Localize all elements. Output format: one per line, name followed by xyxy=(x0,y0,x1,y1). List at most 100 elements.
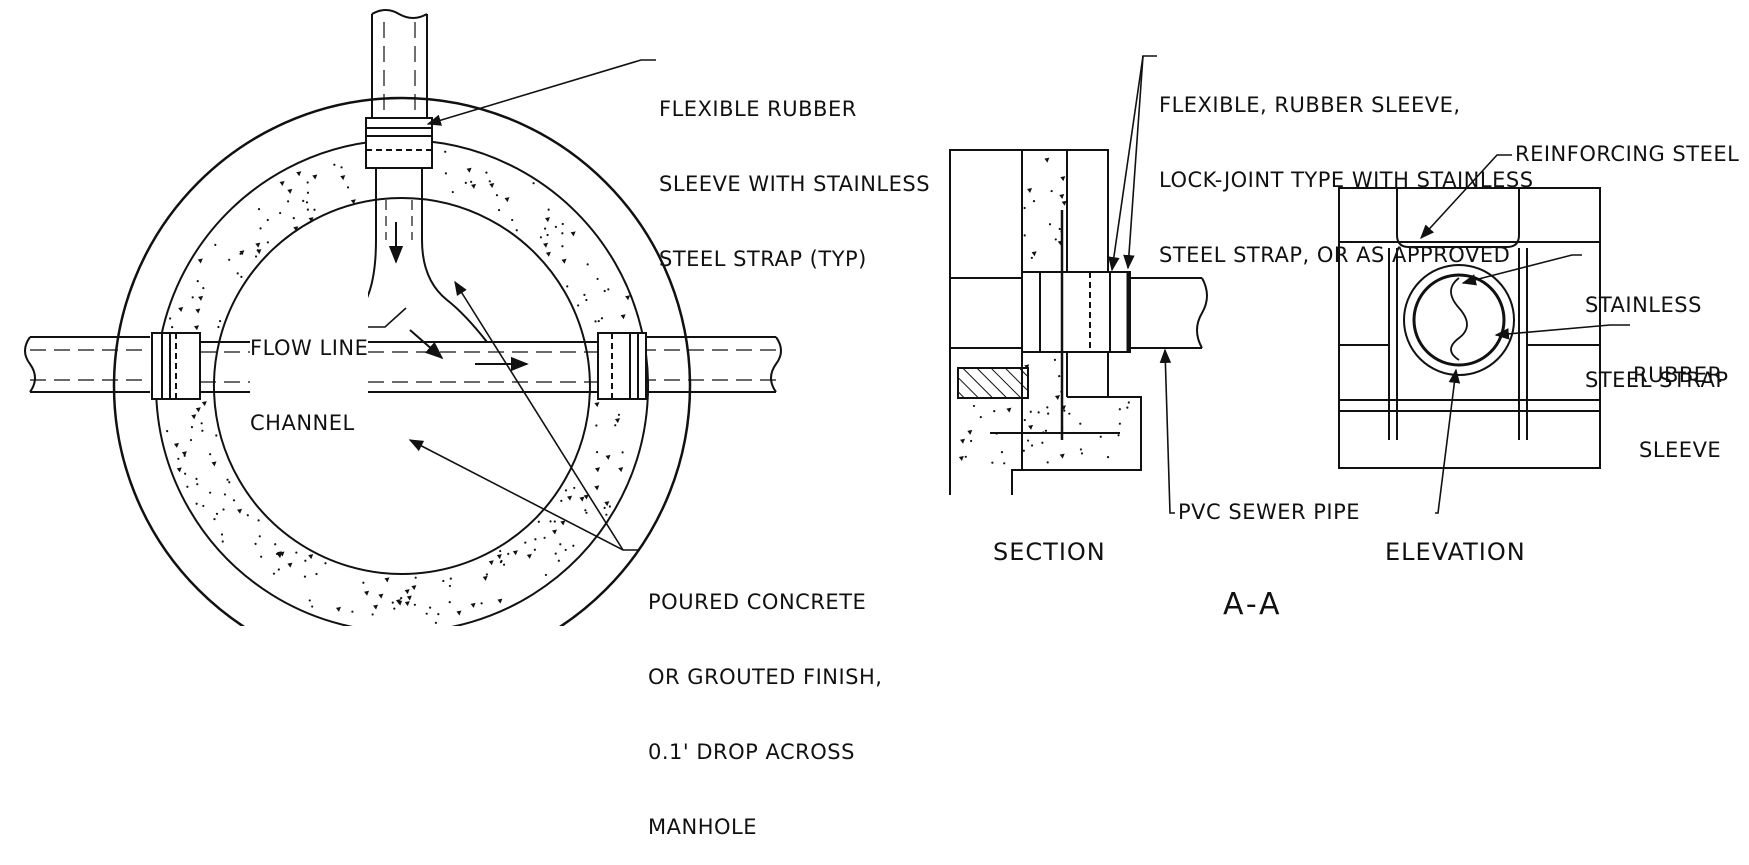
stipple-mark xyxy=(287,562,293,568)
stipple-mark xyxy=(184,472,187,475)
stipple-mark xyxy=(279,551,285,557)
stipple-mark xyxy=(254,542,257,545)
stipple-mark xyxy=(211,461,217,467)
stipple-mark xyxy=(586,263,589,266)
stipple-mark xyxy=(391,601,394,604)
stipple-mark xyxy=(625,295,631,301)
stipple-mark xyxy=(1058,227,1061,231)
stipple-mark xyxy=(979,415,982,419)
stipple-mark xyxy=(201,401,207,407)
stipple-mark xyxy=(456,610,462,616)
stipple-mark xyxy=(512,550,518,556)
label-flexible-sleeve-plan: FLEXIBLE RUBBER SLEEVE WITH STAINLESS ST… xyxy=(659,47,930,297)
stipple-mark xyxy=(384,577,390,583)
label-rubber-sleeve: RUBBER SLEEVE xyxy=(1633,313,1723,488)
stipple-mark xyxy=(451,190,454,194)
stipple-mark xyxy=(1059,453,1065,459)
section-view xyxy=(949,55,1208,514)
stipple-mark xyxy=(189,438,193,442)
stipple-mark xyxy=(195,407,201,413)
stipple-mark xyxy=(1118,408,1121,411)
stipple-mark xyxy=(209,453,212,456)
stipple-mark xyxy=(228,481,231,484)
stipple-mark xyxy=(603,506,606,509)
stipple-mark xyxy=(537,520,540,523)
label-stainless-strap: STAINLESS STEEL STRAP xyxy=(1585,243,1729,418)
stipple-mark xyxy=(495,194,499,197)
stipple-mark xyxy=(554,552,557,555)
stipple-mark xyxy=(607,288,610,291)
stipple-mark xyxy=(266,241,269,244)
stipple-mark xyxy=(266,218,269,222)
stipple-mark xyxy=(524,541,527,544)
stipple-mark xyxy=(1118,422,1121,425)
stipple-mark xyxy=(215,434,218,437)
stipple-mark xyxy=(583,293,586,296)
stipple-mark xyxy=(620,314,626,320)
stipple-mark xyxy=(499,549,502,553)
stipple-mark xyxy=(176,467,182,473)
stipple-mark xyxy=(489,182,495,188)
stipple-mark xyxy=(311,605,314,608)
stipple-mark xyxy=(1080,452,1084,455)
stipple-mark xyxy=(533,548,536,551)
stipple-mark xyxy=(526,553,532,559)
label-line: STEEL STRAP xyxy=(1585,368,1729,392)
stipple-mark xyxy=(597,319,600,323)
stipple-mark xyxy=(213,518,216,521)
label-line: STEEL STRAP (TYP) xyxy=(659,247,867,271)
stipple-mark xyxy=(482,575,488,581)
stipple-mark xyxy=(1061,200,1067,206)
plan-view xyxy=(24,9,782,626)
stipple-mark xyxy=(195,308,201,314)
stipple-mark xyxy=(406,595,412,601)
stipple-mark xyxy=(1079,422,1082,425)
stipple-mark xyxy=(543,242,549,248)
stipple-mark xyxy=(1127,401,1130,404)
stipple-mark xyxy=(993,409,996,413)
stipple-mark xyxy=(1058,375,1061,378)
label-pvc-sewer-pipe: PVC SEWER PIPE xyxy=(1178,500,1361,524)
stipple-mark xyxy=(169,317,172,320)
stipple-mark xyxy=(543,536,546,539)
stipple-mark xyxy=(324,562,327,565)
stipple-mark xyxy=(218,319,222,323)
stipple-mark xyxy=(480,602,483,605)
label-line: FLEXIBLE RUBBER xyxy=(659,97,857,121)
stipple-mark xyxy=(485,171,488,174)
label-line: STEEL STRAP, OR AS APPROVED xyxy=(1159,243,1511,267)
stipple-mark xyxy=(972,404,976,408)
stipple-mark xyxy=(1030,256,1033,259)
stipple-mark xyxy=(277,568,280,571)
stipple-mark xyxy=(614,424,617,427)
stipple-mark xyxy=(605,513,608,516)
stipple-mark xyxy=(395,599,401,605)
stipple-mark xyxy=(1003,462,1006,465)
stipple-mark xyxy=(594,320,597,323)
stipple-mark xyxy=(1068,412,1071,415)
stipple-mark xyxy=(414,576,417,579)
stipple-mark xyxy=(346,186,350,189)
sleeve-left xyxy=(151,332,201,400)
stipple-mark xyxy=(350,199,356,205)
stipple-mark xyxy=(534,538,537,541)
stipple-mark xyxy=(960,438,966,444)
stipple-mark xyxy=(1006,407,1012,413)
label-reinforcing-steel: REINFORCING STEEL xyxy=(1515,142,1740,166)
stipple-mark xyxy=(1000,451,1004,454)
stipple-mark xyxy=(340,175,346,181)
stipple-mark xyxy=(1023,418,1026,422)
stipple-mark xyxy=(236,272,239,275)
stipple-mark xyxy=(195,477,198,480)
stipple-mark xyxy=(1048,223,1052,226)
stipple-mark xyxy=(257,519,260,522)
stipple-mark xyxy=(1037,411,1040,414)
stipple-mark xyxy=(255,242,261,248)
stipple-mark xyxy=(295,551,298,554)
stipple-mark xyxy=(470,602,476,608)
branch-pipe-top xyxy=(344,9,488,343)
stipple-mark xyxy=(198,295,204,301)
stipple-mark xyxy=(434,621,438,624)
stipple-mark xyxy=(1054,238,1057,241)
stipple-mark xyxy=(577,304,580,307)
